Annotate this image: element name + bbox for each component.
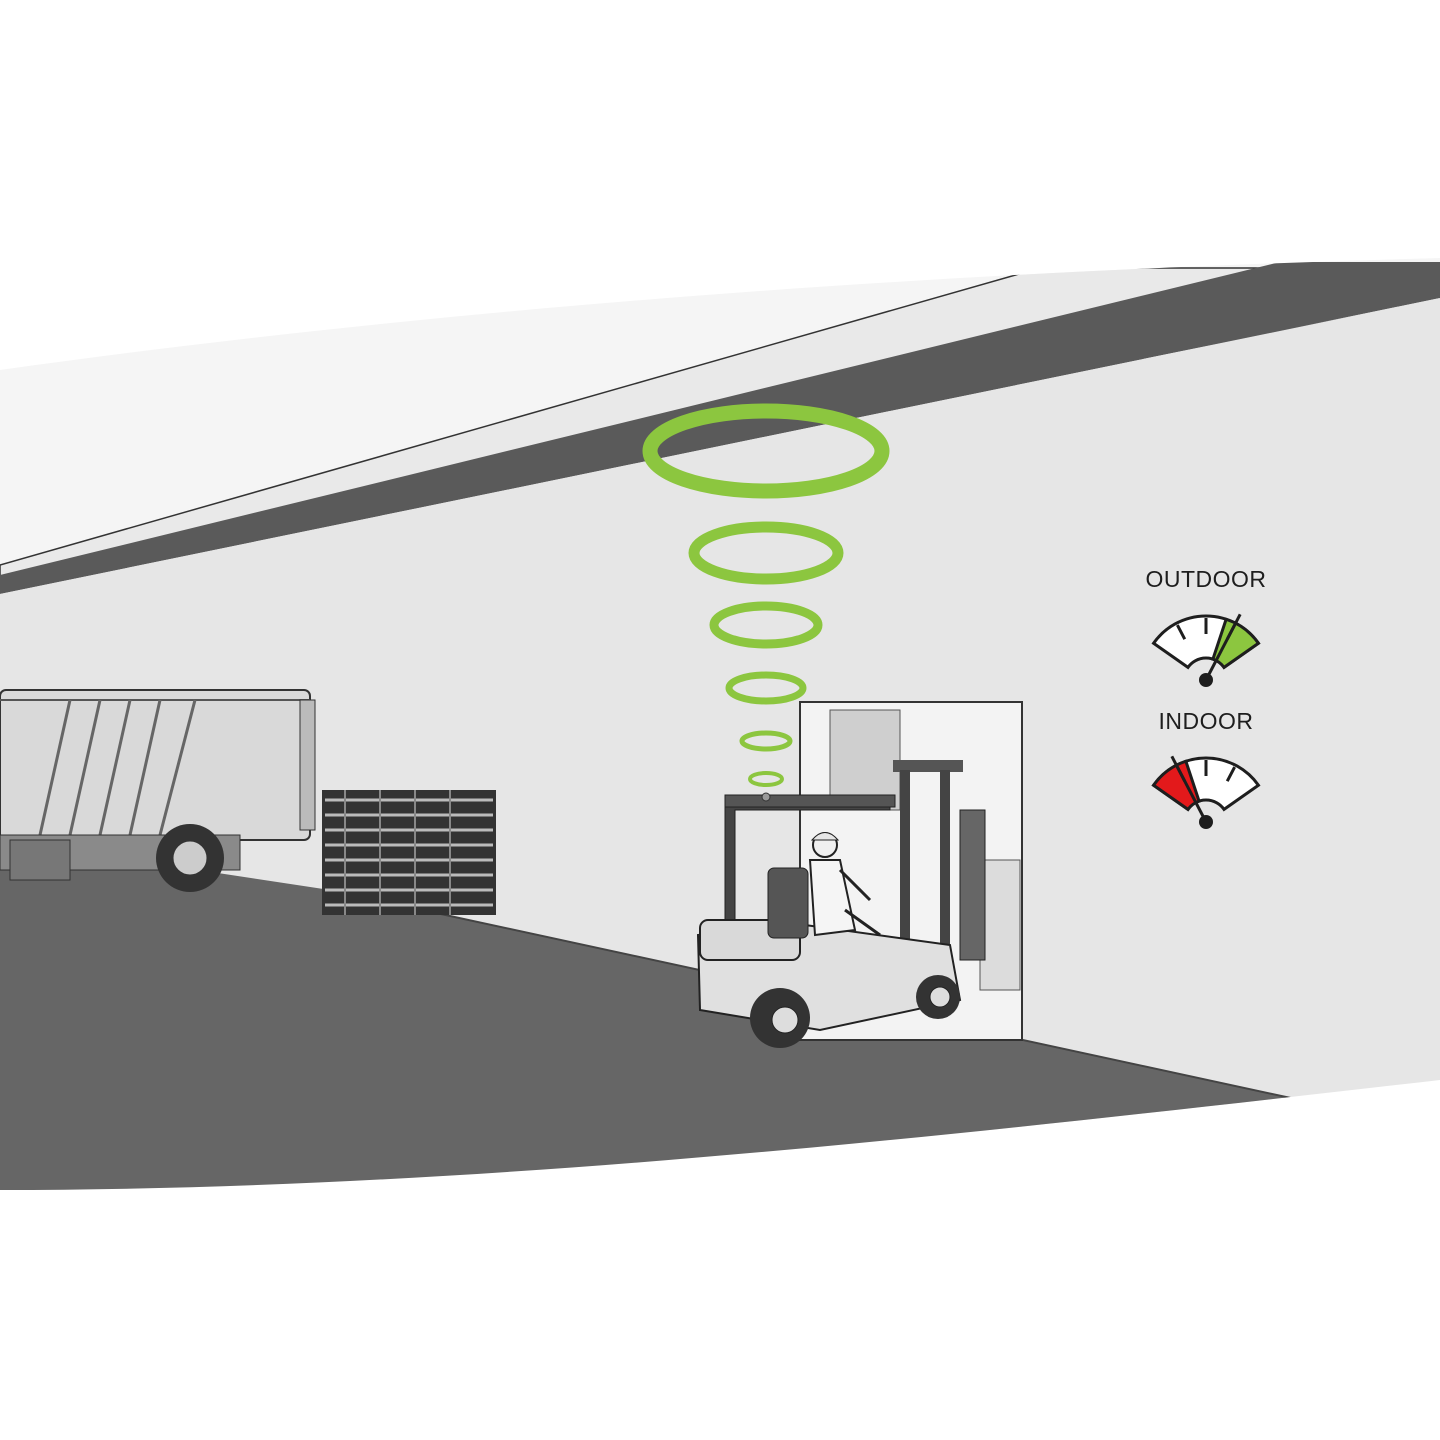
signal-wave-ring-icon [739,730,793,752]
gauge-label-outdoor: OUTDOOR [1145,566,1267,592]
signal-wave-ring-icon [748,771,784,787]
gauge-indoor [1151,755,1261,829]
gauge-outdoor [1151,613,1261,687]
ceiling-beam [0,262,1440,594]
signal-waves [642,403,890,802]
signal-wave-ring-icon [642,403,890,499]
gauge-pivot [1199,815,1213,829]
gauge-needle [1204,613,1242,681]
gauge-tick [1225,766,1236,782]
driver [808,832,881,937]
floor [0,840,1440,1190]
antenna-icon [761,792,771,802]
signal-wave-ring-icon [725,671,807,705]
pallet-stack [322,790,496,915]
gauge-needle [1170,755,1208,823]
gauge-pivot [1199,673,1213,687]
scene-band [0,258,1440,1190]
signal-gauges [1151,613,1261,829]
gauge-zone-bad [1151,759,1201,812]
signal-wave-ring-icon [688,521,844,585]
truck-trailer [0,689,316,892]
forklift-with-driver [696,760,986,1048]
gauge-tick [1176,624,1187,640]
signal-wave-ring-icon [709,601,823,649]
gauge-label-indoor: INDOOR [1158,708,1254,734]
